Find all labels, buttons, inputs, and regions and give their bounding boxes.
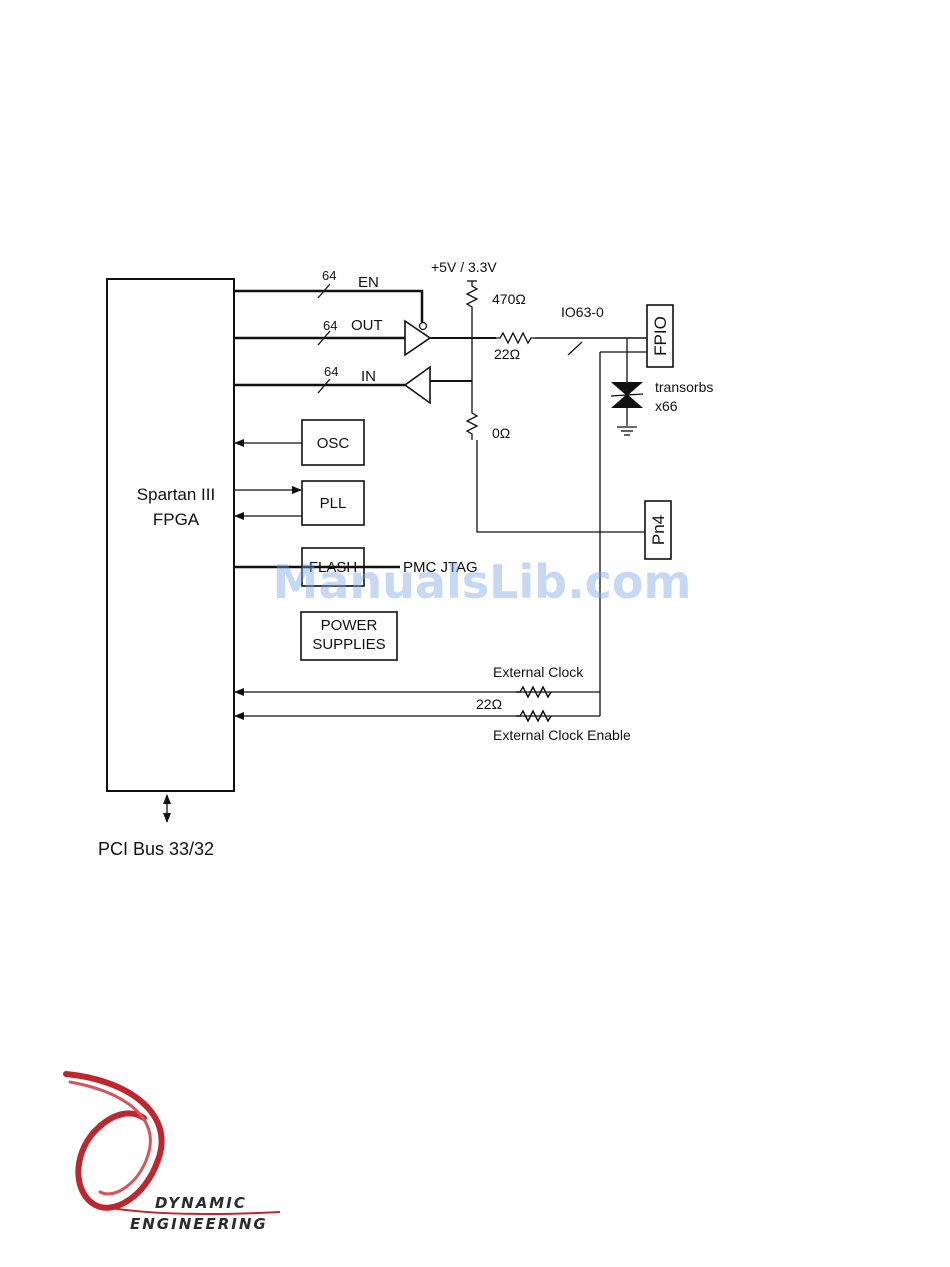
series-resistor xyxy=(496,333,535,343)
series-resistor-value: 22Ω xyxy=(494,346,520,362)
link-resistor xyxy=(467,408,477,440)
io-label: IO63-0 xyxy=(561,304,604,320)
in-bus-width: 64 xyxy=(324,364,338,379)
supply-label: +5V / 3.3V xyxy=(431,259,497,275)
pci-bus-label: PCI Bus 33/32 xyxy=(98,839,214,859)
pll-label: PLL xyxy=(320,495,347,512)
en-bus-width: 64 xyxy=(322,268,336,283)
power-label-line2: SUPPLIES xyxy=(312,636,385,653)
pn4-label: Pn4 xyxy=(649,515,668,545)
fpga-label-line1: Spartan III xyxy=(137,485,215,504)
io-bus-slash xyxy=(568,342,582,355)
pullup-resistor xyxy=(467,281,477,312)
enable-bubble xyxy=(420,323,427,330)
out-bus-width: 64 xyxy=(323,318,337,333)
out-label: OUT xyxy=(351,317,383,334)
clock-resistor-value: 22Ω xyxy=(476,696,502,712)
in-label: IN xyxy=(361,368,376,385)
logo-text-line2: ENGINEERING xyxy=(130,1215,268,1233)
pullup-resistor-value: 470Ω xyxy=(492,291,526,307)
watermark: ManualsLib.com xyxy=(273,555,692,609)
fpio-label: FPIO xyxy=(651,316,670,356)
logo-text-line1: DYNAMIC xyxy=(155,1194,247,1212)
transorbs-label-line1: transorbs xyxy=(655,379,713,395)
external-clock-label: External Clock xyxy=(493,664,584,680)
company-logo: DYNAMIC ENGINEERING xyxy=(66,1074,280,1233)
fpga-block xyxy=(107,279,234,791)
osc-label: OSC xyxy=(317,435,350,452)
fpga-label-line2: FPGA xyxy=(153,510,200,529)
input-buffer-symbol xyxy=(405,367,430,403)
link-resistor-value: 0Ω xyxy=(492,425,510,441)
external-clock-enable-label: External Clock Enable xyxy=(493,727,631,743)
pn4-wire xyxy=(477,440,645,532)
transorbs-label-line2: x66 xyxy=(655,398,678,414)
en-label: EN xyxy=(358,274,379,291)
power-label-line1: POWER xyxy=(321,617,378,634)
